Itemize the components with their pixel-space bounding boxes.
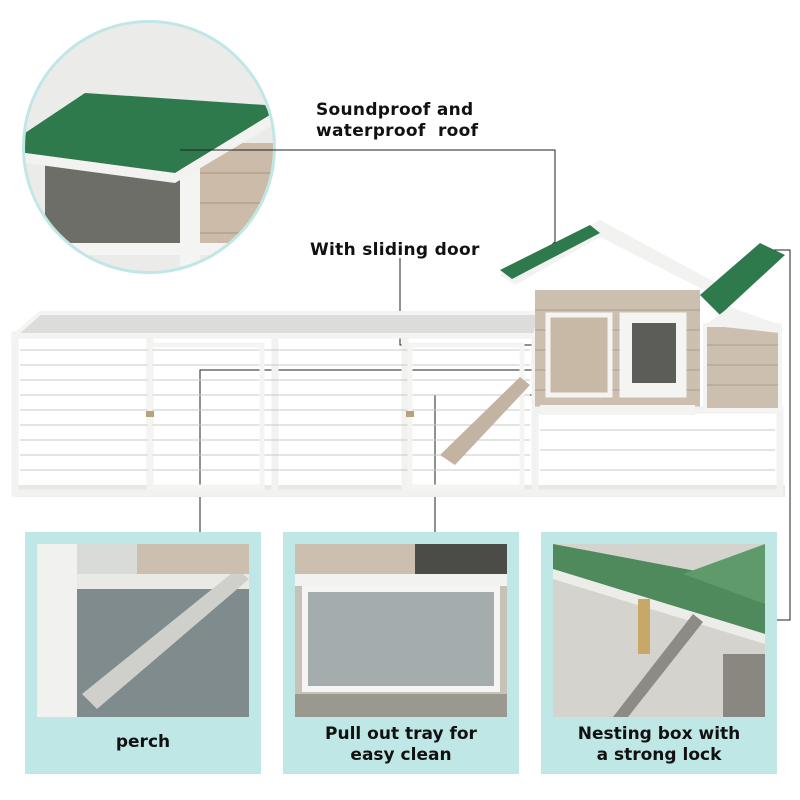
perch-caption: perch bbox=[25, 732, 261, 753]
tray-caption-line2: easy clean bbox=[350, 745, 452, 765]
nesting-box-panel: Nesting box with a strong lock bbox=[541, 532, 777, 774]
tray-photo bbox=[295, 544, 507, 717]
door-callout-label: With sliding door bbox=[310, 240, 480, 260]
roof-closeup-inset bbox=[22, 20, 276, 274]
nesting-box-photo bbox=[553, 544, 765, 717]
tray-caption-line1: Pull out tray for bbox=[325, 724, 477, 744]
roof-closeup-illustration bbox=[25, 23, 273, 271]
perch-photo bbox=[37, 544, 249, 717]
tray-panel: Pull out tray for easy clean bbox=[283, 532, 519, 774]
roof-callout-line1: Soundproof and bbox=[316, 100, 474, 120]
roof-callout-line2: waterproof roof bbox=[316, 121, 479, 141]
nesting-box-caption: Nesting box with a strong lock bbox=[541, 724, 777, 766]
tray-caption: Pull out tray for easy clean bbox=[283, 724, 519, 766]
nesting-box-caption-line2: a strong lock bbox=[596, 745, 722, 765]
nesting-box-caption-line1: Nesting box with bbox=[577, 724, 741, 744]
perch-panel: perch bbox=[25, 532, 261, 774]
roof-callout-label: Soundproof and waterproof roof bbox=[316, 100, 516, 142]
chicken-coop-illustration bbox=[9, 220, 785, 497]
perch-caption-line1: perch bbox=[115, 732, 171, 752]
